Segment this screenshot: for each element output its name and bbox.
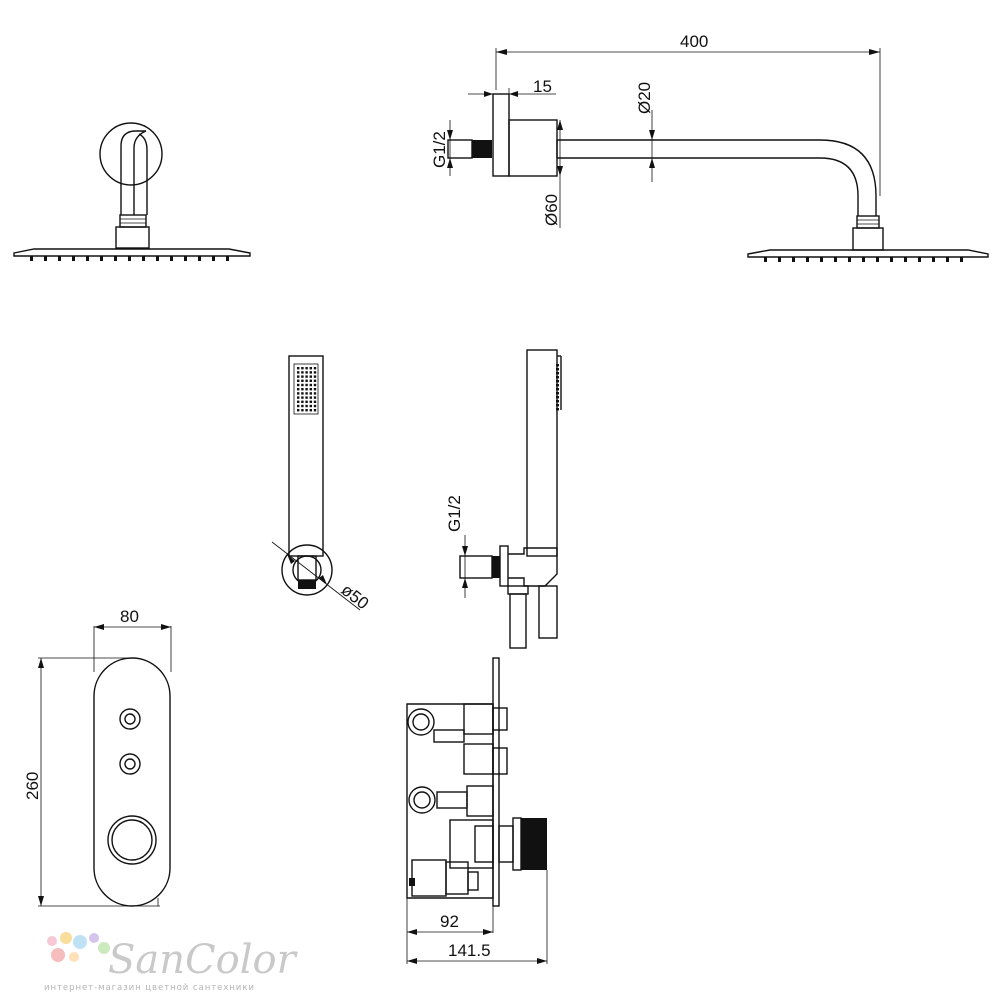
nozzle-dot [305, 367, 308, 370]
nozzle-dot [313, 396, 317, 399]
dim-flange-diameter: Ø60 [542, 194, 561, 226]
nozzle-dot [297, 404, 300, 408]
watermark-dots [47, 932, 110, 962]
nozzle-dot [305, 409, 308, 412]
nozzle-dot [297, 375, 300, 378]
nozzle-dot [301, 383, 304, 387]
nozzle-dot [305, 396, 308, 399]
nozzle-dot [305, 404, 308, 408]
control-plate-front-view [38, 624, 172, 907]
nozzle-dot [297, 383, 300, 387]
watermark-dot [60, 932, 72, 944]
nozzle-dot [309, 400, 312, 403]
nozzle-dot [313, 371, 317, 374]
nozzle-dot [309, 404, 312, 408]
nozzle-dot [556, 388, 559, 391]
nozzle-dot [301, 396, 304, 399]
nozzle-dot [313, 367, 317, 370]
nozzle-dot [556, 408, 559, 411]
nozzle-dot [297, 400, 300, 403]
nozzle-dot [556, 392, 559, 395]
nozzle-dot [301, 388, 304, 391]
nozzle-dot [556, 400, 559, 403]
nozzle-dot [297, 371, 300, 374]
nozzle-dot [313, 404, 317, 408]
dim-flange-depth: 15 [533, 77, 552, 96]
nozzle-dot [313, 392, 317, 395]
nozzle-dot [297, 388, 300, 391]
nozzle-dot [313, 375, 317, 378]
dim-arm-length: 400 [680, 32, 708, 51]
nozzle-dot [301, 392, 304, 395]
nozzle-dot [556, 372, 559, 375]
nozzle-dot [309, 371, 312, 374]
nozzle-dot [305, 375, 308, 378]
nozzle-dot [309, 379, 312, 382]
nozzle-dot [297, 392, 300, 395]
nozzle-dot [305, 400, 308, 403]
nozzle-dot [309, 375, 312, 378]
nozzle-dot [297, 367, 300, 370]
nozzle-dot [301, 409, 304, 412]
sancolor-watermark: SanColor интернет-магазин цветной сантех… [44, 932, 299, 993]
nozzle-dot [556, 368, 559, 371]
nozzle-dot [305, 392, 308, 395]
dim-total-depth: 141.5 [448, 941, 491, 960]
nozzle-dot [313, 400, 317, 403]
nozzle-dot [309, 367, 312, 370]
watermark-dot [73, 935, 87, 949]
nozzle-dot [309, 388, 312, 391]
nozzle-dot [313, 383, 317, 387]
watermark-dot [47, 936, 57, 946]
nozzle-dot [309, 392, 312, 395]
nozzle-dot [297, 409, 300, 412]
shower-arm-side-view [447, 48, 989, 262]
dim-thread-top: G1/2 [430, 131, 449, 168]
nozzle-dot [313, 379, 317, 382]
nozzle-dot [556, 404, 559, 407]
nozzle-dot [556, 380, 559, 383]
nozzle-dot [301, 404, 304, 408]
watermark-dot [51, 948, 65, 962]
nozzle-dot [305, 379, 308, 382]
nozzle-dot [309, 409, 312, 412]
nozzle-dot [313, 409, 317, 412]
nozzle-dot [309, 383, 312, 387]
nozzle-dot [301, 367, 304, 370]
dim-body-depth: 92 [440, 912, 459, 931]
nozzle-dot [313, 388, 317, 391]
dim-thread-holder: G1/2 [445, 495, 464, 532]
hand-shower-front-view [271, 355, 361, 611]
shower-head-front-view [13, 122, 251, 261]
nozzle-dot [301, 375, 304, 378]
watermark-tagline: интернет-магазин цветной сантехники [44, 983, 255, 993]
nozzle-dot [301, 371, 304, 374]
nozzle-dot [556, 396, 559, 399]
watermark-brand: SanColor [108, 937, 299, 983]
watermark-dot [98, 942, 110, 954]
nozzle-dot [556, 376, 559, 379]
nozzle-dot [297, 396, 300, 399]
mixer-body-side-view [406, 657, 548, 964]
nozzle-dot [556, 384, 559, 387]
nozzle-dot [309, 396, 312, 399]
nozzle-dot [301, 400, 304, 403]
dim-arm-diameter: Ø20 [635, 82, 654, 114]
nozzle-dot [297, 379, 300, 382]
dim-plate-height: 260 [23, 772, 42, 800]
hand-shower-side-view [459, 349, 562, 649]
watermark-dot [69, 952, 79, 962]
nozzle-dot [305, 388, 308, 391]
nozzle-dot [556, 364, 559, 367]
nozzle-dot [305, 383, 308, 387]
nozzle-dot [305, 371, 308, 374]
watermark-dot [89, 933, 99, 943]
dim-plate-width: 80 [120, 607, 139, 626]
dim-holder-diameter: ø50 [338, 580, 373, 613]
nozzle-dot [301, 379, 304, 382]
